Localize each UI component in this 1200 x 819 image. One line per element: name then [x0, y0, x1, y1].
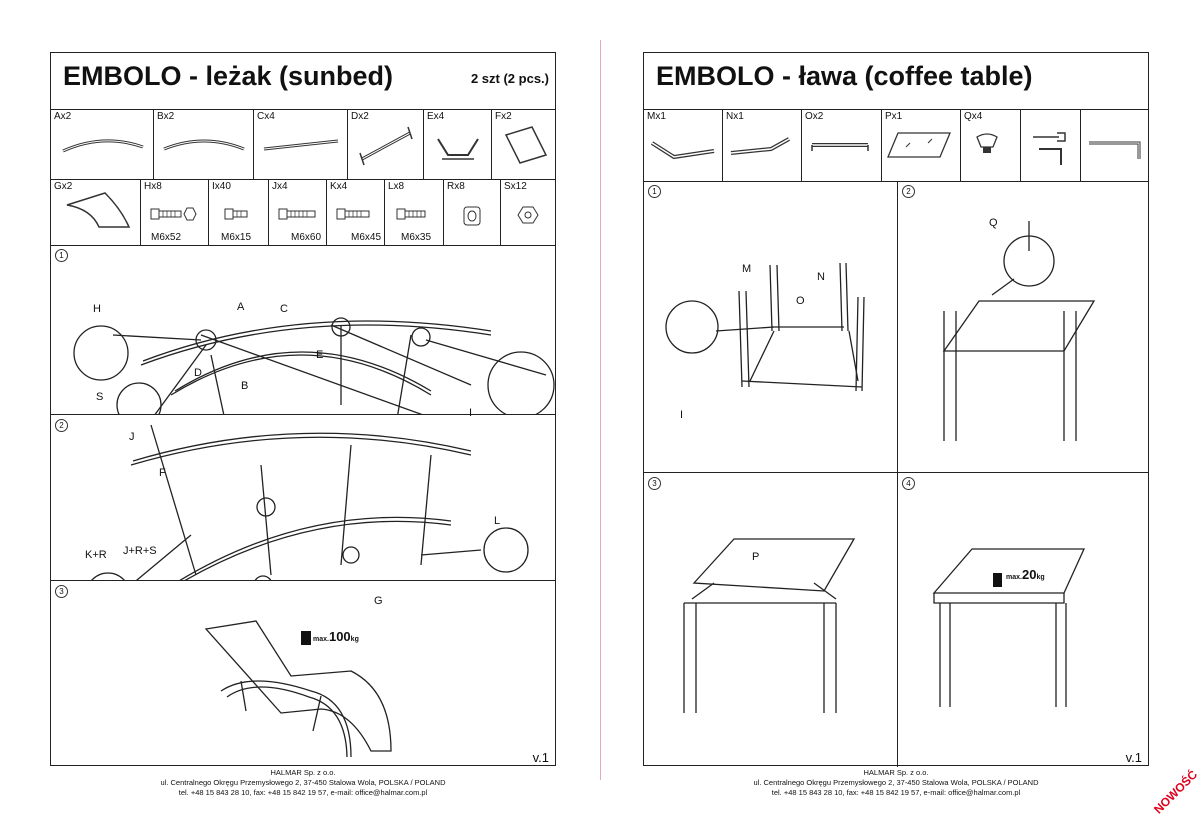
table-steps-row-2: 3 4 P max.20kg v.1: [644, 473, 1148, 767]
part-b: Bx2: [154, 109, 254, 179]
bolt-icon: [396, 208, 426, 220]
bolt-icon: [224, 208, 248, 220]
part-h: Hx8 M6x52: [141, 179, 209, 245]
bolt-icon: [278, 208, 316, 220]
part-i: Ix40 M6x15: [209, 179, 269, 245]
tool-allen-key: [1081, 109, 1150, 181]
table-title: EMBOLO - ława (coffee table): [656, 61, 1033, 91]
cross-bar-icon: [359, 126, 413, 166]
part-n: Nx1: [723, 109, 802, 181]
table-title-row: EMBOLO - ława (coffee table): [644, 53, 1148, 110]
sunbed-step-1-illustration: [73, 317, 555, 415]
sunbed-assembled-illustration: [204, 620, 392, 758]
sunbed-title: EMBOLO - leżak (sunbed): [63, 61, 394, 91]
frame-corner-icon: [730, 137, 790, 155]
table-footer: HALMAR Sp. z o.o. ul. Centralnego Okręgu…: [753, 768, 1039, 797]
part-q: Qx4: [961, 109, 1021, 181]
suction-cup-icon: [976, 133, 998, 153]
sunbed-step-1: 1 H A C D B E S J I: [51, 245, 555, 443]
part-f: Fx2: [492, 109, 557, 179]
part-m: Mx1: [644, 109, 723, 181]
sunbed-instruction-sheet: EMBOLO - leżak (sunbed) 2 szt (2 pcs.) A…: [50, 52, 556, 766]
part-e: Ex4: [424, 109, 492, 179]
table-steps-row-1: 1 2 M N O I Q: [644, 181, 1148, 473]
table-parts-row: Mx1 Nx1 Ox2 Px1 Qx4: [644, 109, 1148, 182]
wrench-icon: [1033, 132, 1066, 165]
sunbed-weight-limit: max.100kg: [313, 629, 359, 644]
new-badge: NOWOŚĆ: [1151, 767, 1200, 817]
part-o: Ox2: [802, 109, 882, 181]
sunbed-parts-row-1: Ax2 Bx2 Cx4 Dx2 Ex4 Fx2: [51, 109, 555, 180]
part-s: Sx12: [501, 179, 557, 245]
part-r: Rx8: [444, 179, 501, 245]
weight-icon: [993, 573, 1002, 587]
rail-icon: [811, 143, 869, 151]
table-steps-3-4-illustration: [683, 538, 1086, 713]
sunbed-quantity: 2 szt (2 pcs.): [470, 71, 549, 86]
part-l: Lx8 M6x35: [385, 179, 444, 245]
straight-bar-icon: [263, 139, 339, 151]
sunbed-footer: HALMAR Sp. z o.o. ul. Centralnego Okręgu…: [160, 768, 446, 797]
coffee-table-instruction-sheet: EMBOLO - ława (coffee table) Mx1 Nx1 Ox2…: [643, 52, 1149, 767]
sunbed-step-3: 3 max.100kg v.1: [51, 581, 555, 767]
table-weight-limit: max.20kg: [1006, 567, 1045, 582]
weight-icon: [301, 631, 311, 645]
plate-icon: [504, 126, 548, 164]
part-p: Px1: [882, 109, 961, 181]
page-divider: [600, 40, 601, 780]
table-version: v.1: [1125, 750, 1142, 765]
part-a: Ax2: [51, 109, 154, 179]
fabric-seat-icon: [66, 192, 131, 228]
nut-icon: [517, 206, 539, 224]
part-k: Kx4 M6x45: [327, 179, 385, 245]
allen-key-icon: [1089, 141, 1141, 159]
part-g: Gx2: [51, 179, 141, 245]
part-c: Cx4: [254, 109, 348, 179]
glass-top-icon: [887, 132, 951, 158]
bolt-nut-icon: [150, 207, 197, 221]
curved-rail-icon: [163, 139, 245, 151]
frame-corner-icon: [650, 141, 715, 160]
tools-wrench-allen: [1021, 109, 1081, 181]
sunbed-title-row: EMBOLO - leżak (sunbed) 2 szt (2 pcs.): [51, 53, 555, 110]
part-j: Jx4 M6x60: [269, 179, 327, 245]
bolt-icon: [336, 208, 370, 220]
table-steps-1-2-illustration: [665, 221, 1096, 441]
spacer-icon: [463, 206, 481, 226]
sunbed-parts-row-2: Gx2 Hx8 M6x52 Ix40 M6x15 Jx4 M6x60 Kx4 M…: [51, 179, 555, 246]
bracket-icon: [437, 138, 479, 160]
sunbed-step-2: 2 F K+R J+R+S L G: [51, 415, 555, 607]
sunbed-version: v.1: [532, 750, 549, 765]
part-d: Dx2: [348, 109, 424, 179]
curved-rail-icon: [62, 139, 144, 153]
sunbed-step-2-illustration: [90, 424, 529, 581]
